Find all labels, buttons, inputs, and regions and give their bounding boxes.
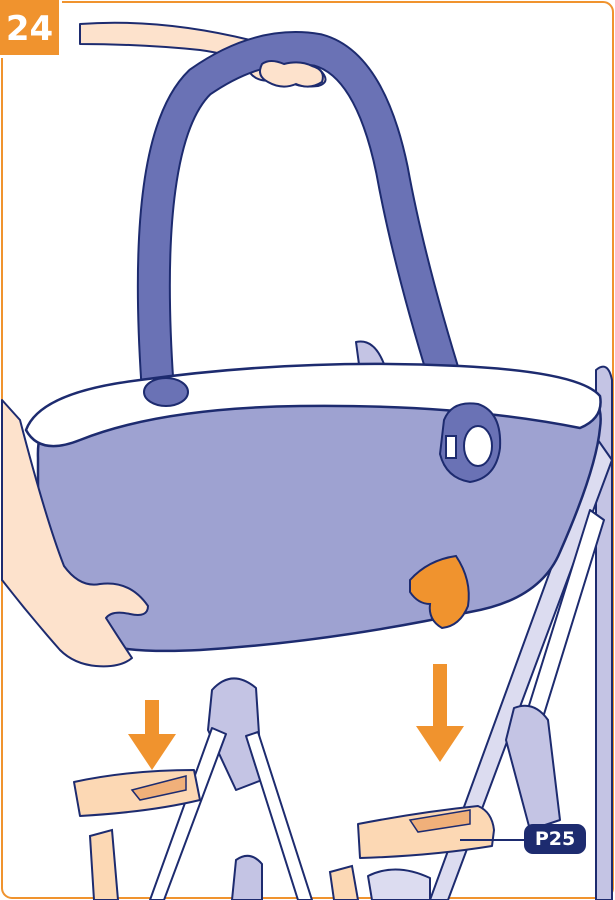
handle-pivot-left xyxy=(144,378,188,406)
down-arrow-icon xyxy=(416,664,464,762)
adapter-right xyxy=(358,806,494,858)
reference-badge: P25 xyxy=(524,824,586,854)
handle-pivot-right xyxy=(440,403,500,482)
step-number-badge: 24 xyxy=(0,0,62,58)
down-arrow-icon xyxy=(128,700,176,770)
